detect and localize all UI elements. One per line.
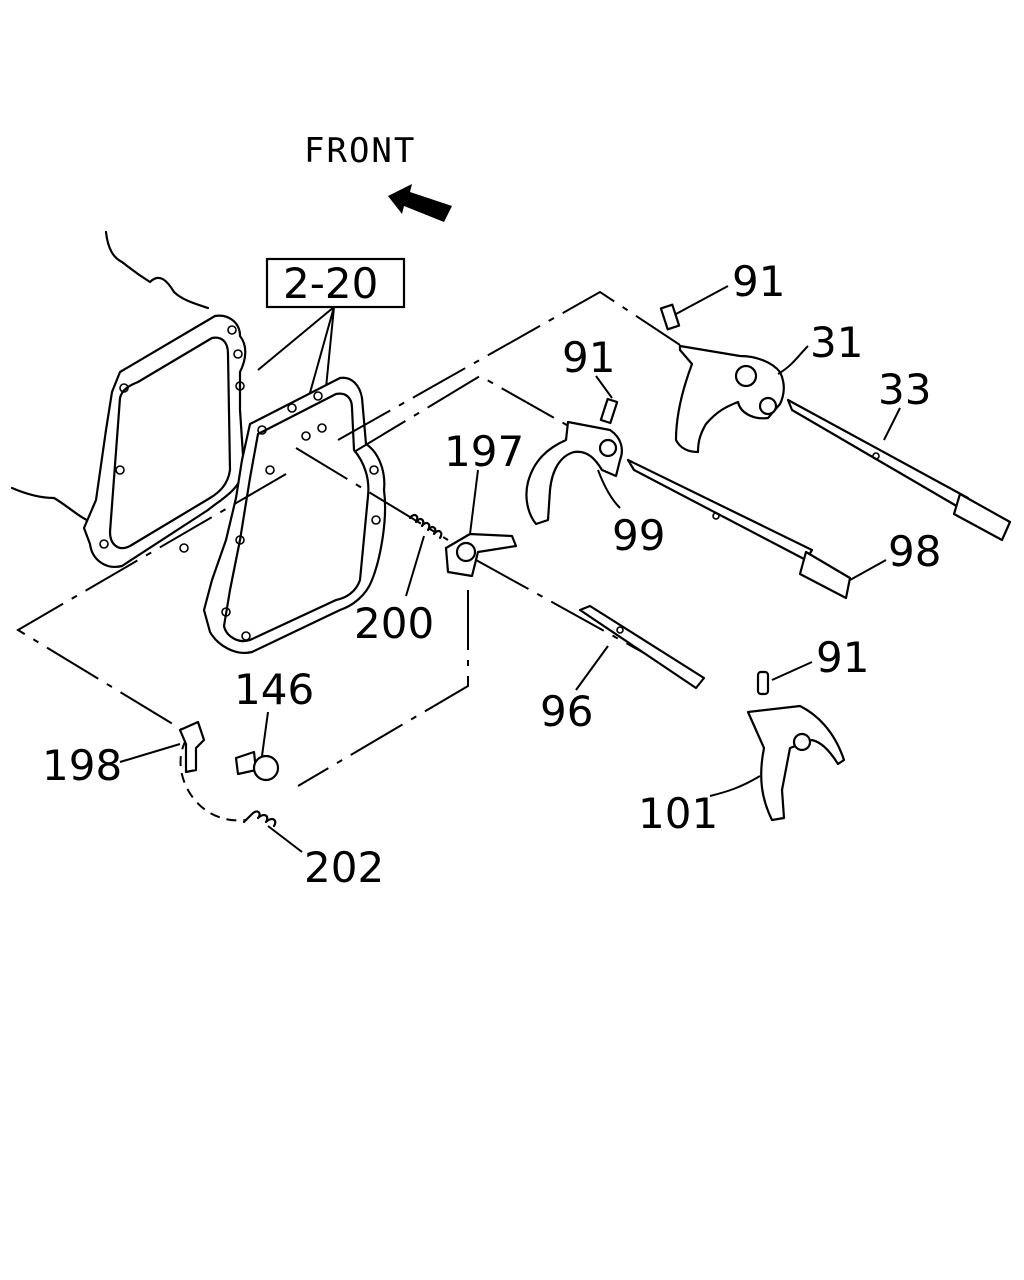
intermediate-plate xyxy=(202,376,387,654)
callout-197: 197 xyxy=(444,427,524,476)
callout-99: 99 xyxy=(612,511,665,560)
pin-91-mid xyxy=(599,397,619,425)
reference-box: 2-20 xyxy=(265,257,406,309)
callout-91-mid: 91 xyxy=(562,333,615,382)
shift-fork-31 xyxy=(674,344,785,454)
pin-91-top xyxy=(659,303,681,331)
interlock-197 xyxy=(444,532,518,578)
front-arrow-icon xyxy=(388,184,452,222)
pin-91-low xyxy=(756,670,770,696)
bolt-146 xyxy=(234,750,280,782)
callout-31: 31 xyxy=(810,318,863,367)
callout-96: 96 xyxy=(540,687,593,736)
reference-box-label: 2-20 xyxy=(283,259,378,308)
transmission-case xyxy=(10,230,247,568)
callout-33: 33 xyxy=(878,365,931,414)
callout-98: 98 xyxy=(888,527,941,576)
callout-198: 198 xyxy=(42,741,122,790)
spring-200 xyxy=(408,513,443,540)
shift-rail-98 xyxy=(626,458,852,600)
shift-fork-101 xyxy=(746,704,846,822)
plate-198 xyxy=(178,720,206,774)
shift-fork-99 xyxy=(525,420,623,526)
callout-91-top: 91 xyxy=(732,257,785,306)
front-label: FRONT xyxy=(304,131,416,171)
shift-rail-96 xyxy=(578,604,706,690)
callout-202: 202 xyxy=(304,843,384,892)
callout-200: 200 xyxy=(354,599,434,648)
callout-91-low: 91 xyxy=(816,633,869,682)
callout-146: 146 xyxy=(234,665,314,714)
spring-202 xyxy=(242,810,277,828)
shift-rail-33 xyxy=(786,398,1012,542)
callout-101: 101 xyxy=(638,789,718,838)
